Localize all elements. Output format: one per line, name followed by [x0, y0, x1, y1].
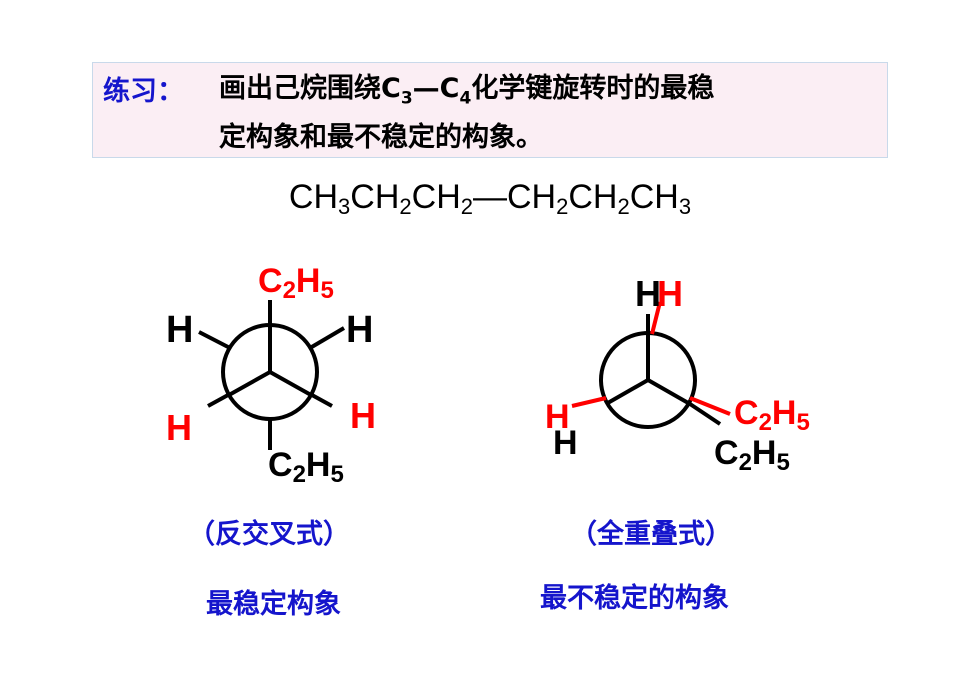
eclipsed-h-left-red: H: [545, 398, 570, 436]
exercise-dash: —C: [412, 73, 460, 104]
eclipsed-h-top-red: H: [657, 273, 683, 314]
eclipsed-back-bond-right: [689, 396, 731, 416]
exercise-c4-sub: 4: [459, 88, 472, 109]
formula-sub4: 2: [556, 194, 569, 219]
eclipsed-back-bond-left: [571, 396, 607, 408]
exercise-label: 练习：: [103, 76, 184, 107]
exercise-box: 练习： 画出己烷围绕C3—C4化学键旋转时的最稳 定构象和最不稳定的构象。: [92, 62, 888, 158]
hexane-formula: CH3CH2CH2—CH2CH2CH3: [0, 178, 980, 220]
formula-part3: CH: [411, 178, 461, 216]
formula-sub1: 3: [338, 194, 351, 219]
anti-h-right-bottom: H: [350, 395, 376, 436]
eclipsed-caption: （全重叠式）: [570, 519, 732, 550]
anti-projection: C2H5 H H H H C2H5: [166, 262, 376, 488]
exercise-line1-end: 化学键旋转时的最稳: [471, 73, 715, 104]
eclipsed-projection: H H H H C2H5 C2H5: [545, 273, 810, 476]
formula-sub6: 3: [678, 194, 692, 219]
eclipsed-description: 最不稳定的构象: [540, 583, 729, 614]
eclipsed-back-bond-up: [650, 301, 662, 335]
eclipsed-h-left-black: H: [553, 424, 578, 462]
eclipsed-front-bond-left: [605, 378, 649, 406]
eclipsed-h-top-black: H: [635, 273, 661, 314]
eclipsed-right-red-group: C2H5: [734, 394, 810, 436]
anti-caption: （反交叉式）: [188, 519, 350, 550]
formula-sub5: 2: [617, 194, 630, 219]
exercise-c3-sub: 3: [400, 88, 413, 109]
anti-h-left-top: H: [166, 309, 193, 351]
anti-front-bond-right-inner: [269, 370, 312, 397]
exercise-line1: 画出己烷围绕C: [219, 73, 401, 104]
anti-front-bond-left-inner: [228, 370, 271, 397]
exercise-line2: 定构象和最不稳定的构象。: [219, 122, 543, 154]
eclipsed-right-black-group: C2H5: [714, 434, 790, 476]
eclipsed-front-bond-right: [647, 378, 691, 406]
anti-top-group: C2H5: [258, 262, 334, 304]
formula-part4: CH: [507, 178, 557, 216]
anti-h-left-bottom: H: [166, 407, 192, 448]
anti-back-bond-right: [308, 326, 346, 350]
exercise-text: 画出己烷围绕C3—C4化学键旋转时的最稳 定构象和最不稳定的构象。: [219, 69, 879, 158]
anti-bottom-group: C2H5: [268, 446, 344, 488]
anti-description: 最稳定构象: [206, 589, 341, 620]
formula-part5: CH: [568, 178, 618, 216]
formula-sub2: 2: [399, 194, 412, 219]
eclipsed-front-bond-right-ext: [688, 402, 722, 426]
anti-h-right-top: H: [346, 309, 373, 351]
anti-back-bond-left: [198, 330, 231, 350]
formula-part6: CH: [629, 178, 679, 216]
formula-sub3: 2: [460, 194, 473, 219]
formula-part2: CH: [350, 178, 400, 216]
formula-bond: —: [473, 178, 507, 216]
formula-part1: CH: [288, 178, 339, 216]
